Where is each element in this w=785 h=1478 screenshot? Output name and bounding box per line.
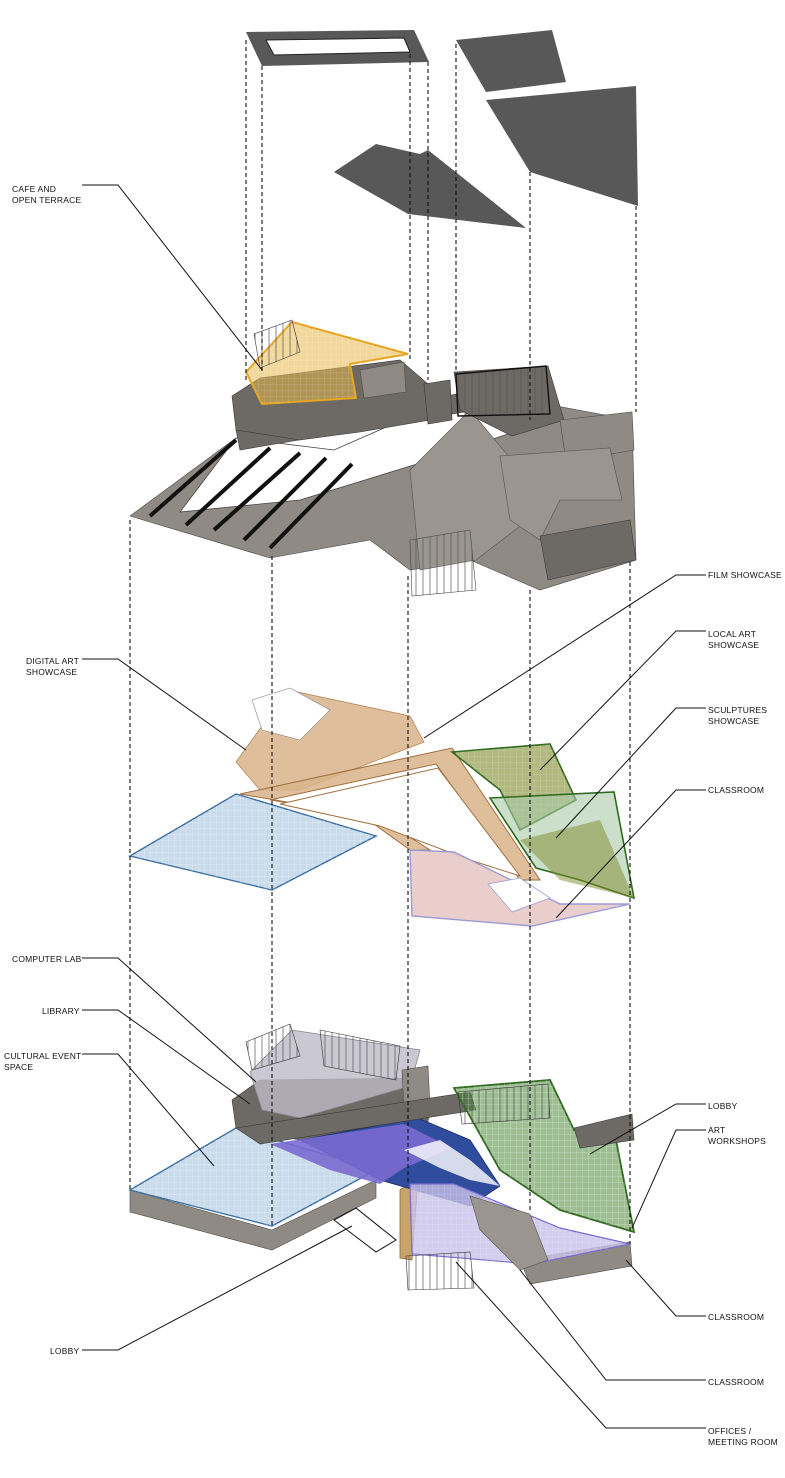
sculptures-platform bbox=[520, 820, 634, 898]
upper-east-end-wall bbox=[539, 519, 637, 581]
ground-floor bbox=[128, 1023, 636, 1291]
middle-floor bbox=[128, 687, 636, 927]
label-digital-art-line1: DIGITAL ART bbox=[26, 656, 79, 666]
label-lobby-right: LOBBY bbox=[708, 1101, 737, 1111]
offices-partition-wall bbox=[469, 1195, 549, 1271]
label-workshops-line1: ART bbox=[708, 1125, 725, 1135]
roof-level bbox=[246, 30, 638, 228]
label-workshops-line2: WORKSHOPS bbox=[708, 1136, 766, 1146]
film-showcase-ring bbox=[239, 747, 541, 881]
computer-lab-railing bbox=[319, 1029, 401, 1081]
cafe-stone-wall bbox=[359, 361, 407, 399]
label-sculptures-line2: SHOWCASE bbox=[708, 716, 759, 726]
label-local-art-line2: SHOWCASE bbox=[708, 640, 759, 650]
lobby-star-pattern bbox=[404, 1140, 500, 1186]
ground-plinth-left bbox=[129, 1179, 377, 1251]
film-showcase-void bbox=[279, 767, 522, 877]
roof-panel-north bbox=[456, 30, 566, 92]
labels: CAFE AND OPEN TERRACE FILM SHOWCASE LOCA… bbox=[4, 184, 782, 1447]
label-sculptures-line1: SCULPTURES bbox=[708, 705, 767, 715]
skylight-opening bbox=[265, 37, 411, 56]
label-classroom-upper: CLASSROOM bbox=[708, 785, 764, 795]
upper-floor bbox=[129, 319, 637, 597]
label-film-showcase: FILM SHOWCASE bbox=[708, 570, 782, 580]
label-cafe-line1: CAFE AND bbox=[12, 184, 56, 194]
roof-panel-east bbox=[486, 86, 638, 206]
label-lobby-left: LOBBY bbox=[50, 1346, 79, 1356]
upper-east-railing bbox=[455, 365, 551, 417]
alignment-lines bbox=[129, 40, 637, 1244]
classroom-upper-opening bbox=[487, 877, 551, 913]
label-offices-line2: MEETING ROOM bbox=[708, 1437, 778, 1447]
label-local-art-line1: LOCAL ART bbox=[708, 629, 756, 639]
entrance-canopy bbox=[333, 1207, 397, 1253]
cafe-rooftop-railing bbox=[253, 319, 301, 369]
offices-stair-railing bbox=[405, 1251, 475, 1291]
label-classroom-lower-2: CLASSROOM bbox=[708, 1377, 764, 1387]
label-digital-art-line2: SHOWCASE bbox=[26, 667, 77, 677]
lobby-purple-band bbox=[270, 1124, 452, 1184]
digital-art-floor-grid bbox=[130, 794, 376, 890]
upper-stair-railing bbox=[409, 529, 477, 597]
leader-lines bbox=[82, 184, 706, 1429]
library-railing bbox=[245, 1023, 301, 1071]
workshops-end-wall bbox=[573, 1113, 635, 1149]
label-cafe-line2: OPEN TERRACE bbox=[12, 195, 81, 205]
label-offices-line1: OFFICES / bbox=[708, 1426, 752, 1436]
cafe-tower-block bbox=[423, 379, 453, 425]
label-library: LIBRARY bbox=[42, 1006, 80, 1016]
upper-east-parapet bbox=[559, 411, 635, 463]
label-classroom-lower-1: CLASSROOM bbox=[708, 1312, 764, 1322]
label-cultural-line2: SPACE bbox=[4, 1062, 33, 1072]
workshops-railing bbox=[457, 1083, 551, 1125]
label-cultural-line1: CULTURAL EVENT bbox=[4, 1051, 81, 1061]
roof-panel-center bbox=[334, 144, 526, 228]
upper-east-partition bbox=[499, 447, 623, 541]
label-computer-lab: COMPUTER LAB bbox=[12, 954, 82, 964]
terrace-roof-beams bbox=[148, 438, 354, 550]
